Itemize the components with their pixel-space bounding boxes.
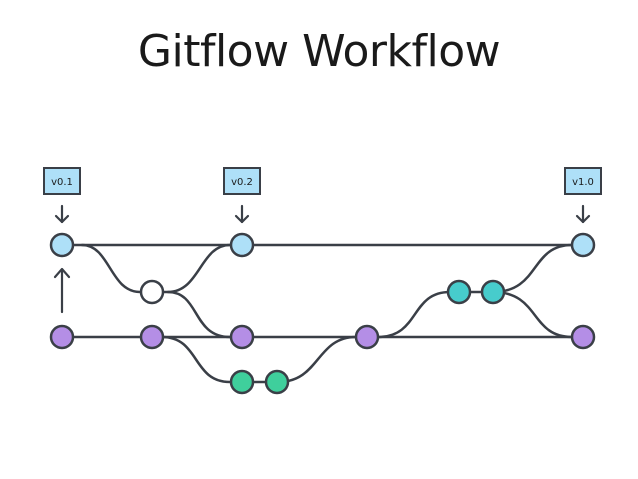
release-commit (480, 279, 506, 305)
arrow-up-icon (53, 267, 71, 314)
tag-v02: v0.2 (223, 167, 261, 195)
hotfix-commit (139, 279, 165, 305)
page-title: Gitflow Workflow (137, 26, 501, 77)
feature-branch-out (160, 335, 280, 384)
arrow-down-icon (575, 204, 591, 224)
tag-v02-label: v0.2 (231, 177, 253, 188)
master-commit-v01 (49, 232, 75, 258)
tag-v01: v0.1 (43, 167, 81, 195)
master-commit-v10 (570, 232, 596, 258)
hotfix-branch-out (80, 243, 154, 294)
feature-commit (229, 369, 255, 395)
develop-commit (354, 324, 380, 350)
develop-commit (49, 324, 75, 350)
develop-commit (570, 324, 596, 350)
develop-commit (229, 324, 255, 350)
release-branch-merge-master (491, 243, 574, 294)
tag-v10: v1.0 (564, 167, 602, 195)
feature-branch-merge (276, 335, 358, 384)
hotfix-branch-merge-master (150, 243, 232, 294)
master-commit-v02 (229, 232, 255, 258)
arrow-down-icon (54, 204, 70, 224)
arrow-down-icon (234, 204, 250, 224)
tag-v10-label: v1.0 (572, 177, 594, 188)
release-branch-merge-develop (491, 290, 574, 339)
feature-commit (264, 369, 290, 395)
branch-lines (60, 243, 584, 384)
tag-v01-label: v0.1 (51, 177, 73, 188)
release-commit (446, 279, 472, 305)
release-branch-out (376, 290, 495, 339)
develop-commit (139, 324, 165, 350)
hotfix-branch-merge-develop (166, 290, 232, 339)
